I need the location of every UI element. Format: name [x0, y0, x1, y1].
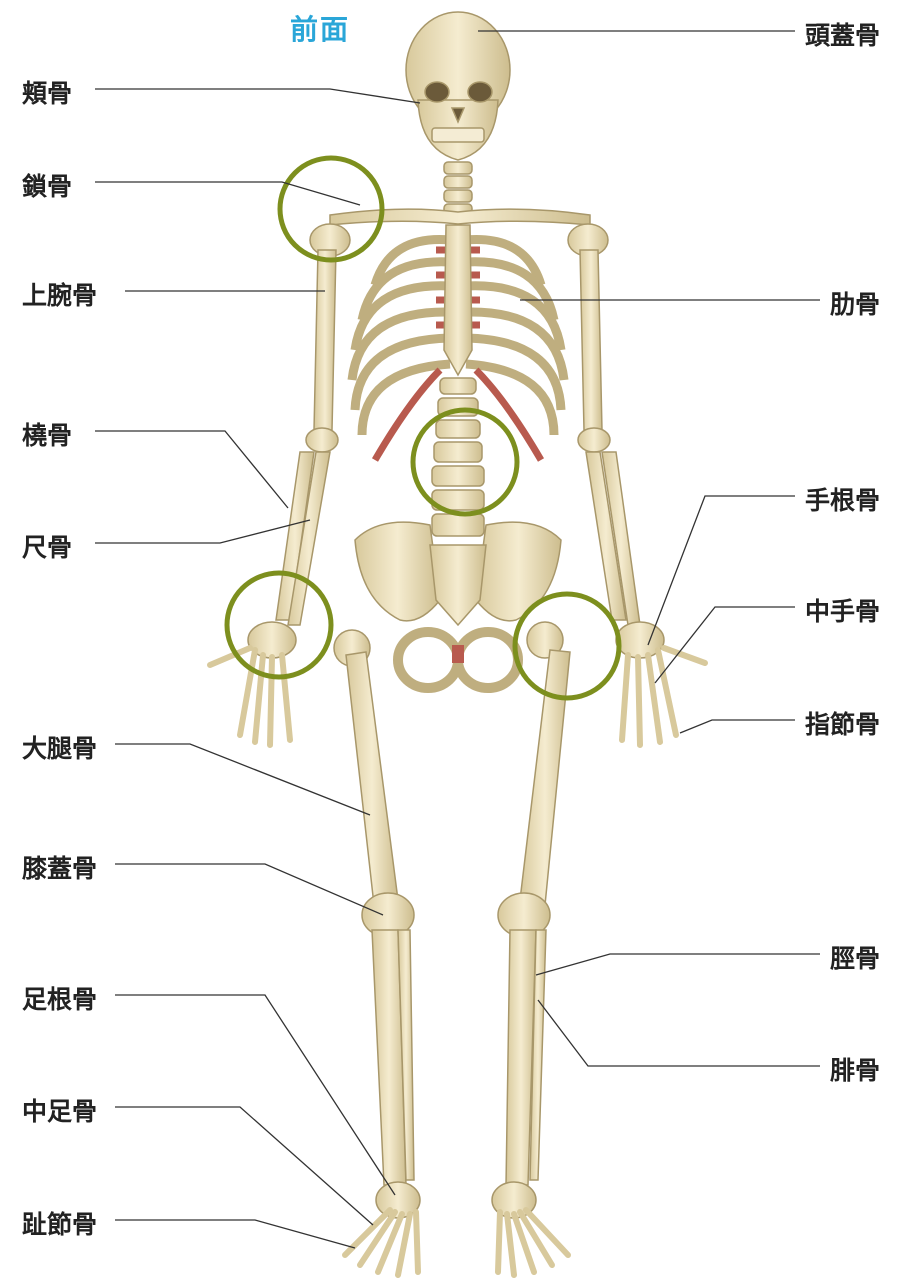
label-humerus: 上腕骨 [22, 276, 97, 312]
label-clavicle: 鎖骨 [22, 167, 72, 203]
label-radius: 橈骨 [22, 416, 72, 452]
label-skull: 頭蓋骨 [805, 16, 880, 52]
left-arm-shape [210, 250, 338, 745]
label-tarsals: 足根骨 [22, 980, 97, 1016]
label-hand-phalanges: 指節骨 [805, 705, 880, 741]
label-metatarsals: 中足骨 [22, 1092, 97, 1128]
page-title: 前面 [290, 8, 350, 48]
right-leg-shape [492, 622, 570, 1275]
pelvis-shape [355, 522, 561, 688]
label-zygomatic: 頬骨 [22, 74, 72, 110]
label-femur: 大腿骨 [22, 729, 97, 765]
label-foot-phalanges: 趾節骨 [22, 1205, 97, 1241]
skeleton-body [210, 12, 705, 1275]
label-tibia: 脛骨 [830, 939, 880, 975]
sternum-shape [444, 225, 472, 375]
label-patella: 膝蓋骨 [22, 849, 97, 885]
clavicle-shape [330, 209, 590, 225]
right-arm-shape [578, 250, 705, 745]
label-ribs: 肋骨 [830, 285, 880, 321]
label-metacarpals: 中手骨 [805, 592, 880, 628]
label-fibula: 腓骨 [830, 1051, 880, 1087]
label-ulna: 尺骨 [22, 528, 72, 564]
label-carpals: 手根骨 [805, 481, 880, 517]
skull-shape [406, 12, 510, 160]
cervical-spine [444, 162, 472, 216]
left-leg-shape [334, 630, 420, 1275]
